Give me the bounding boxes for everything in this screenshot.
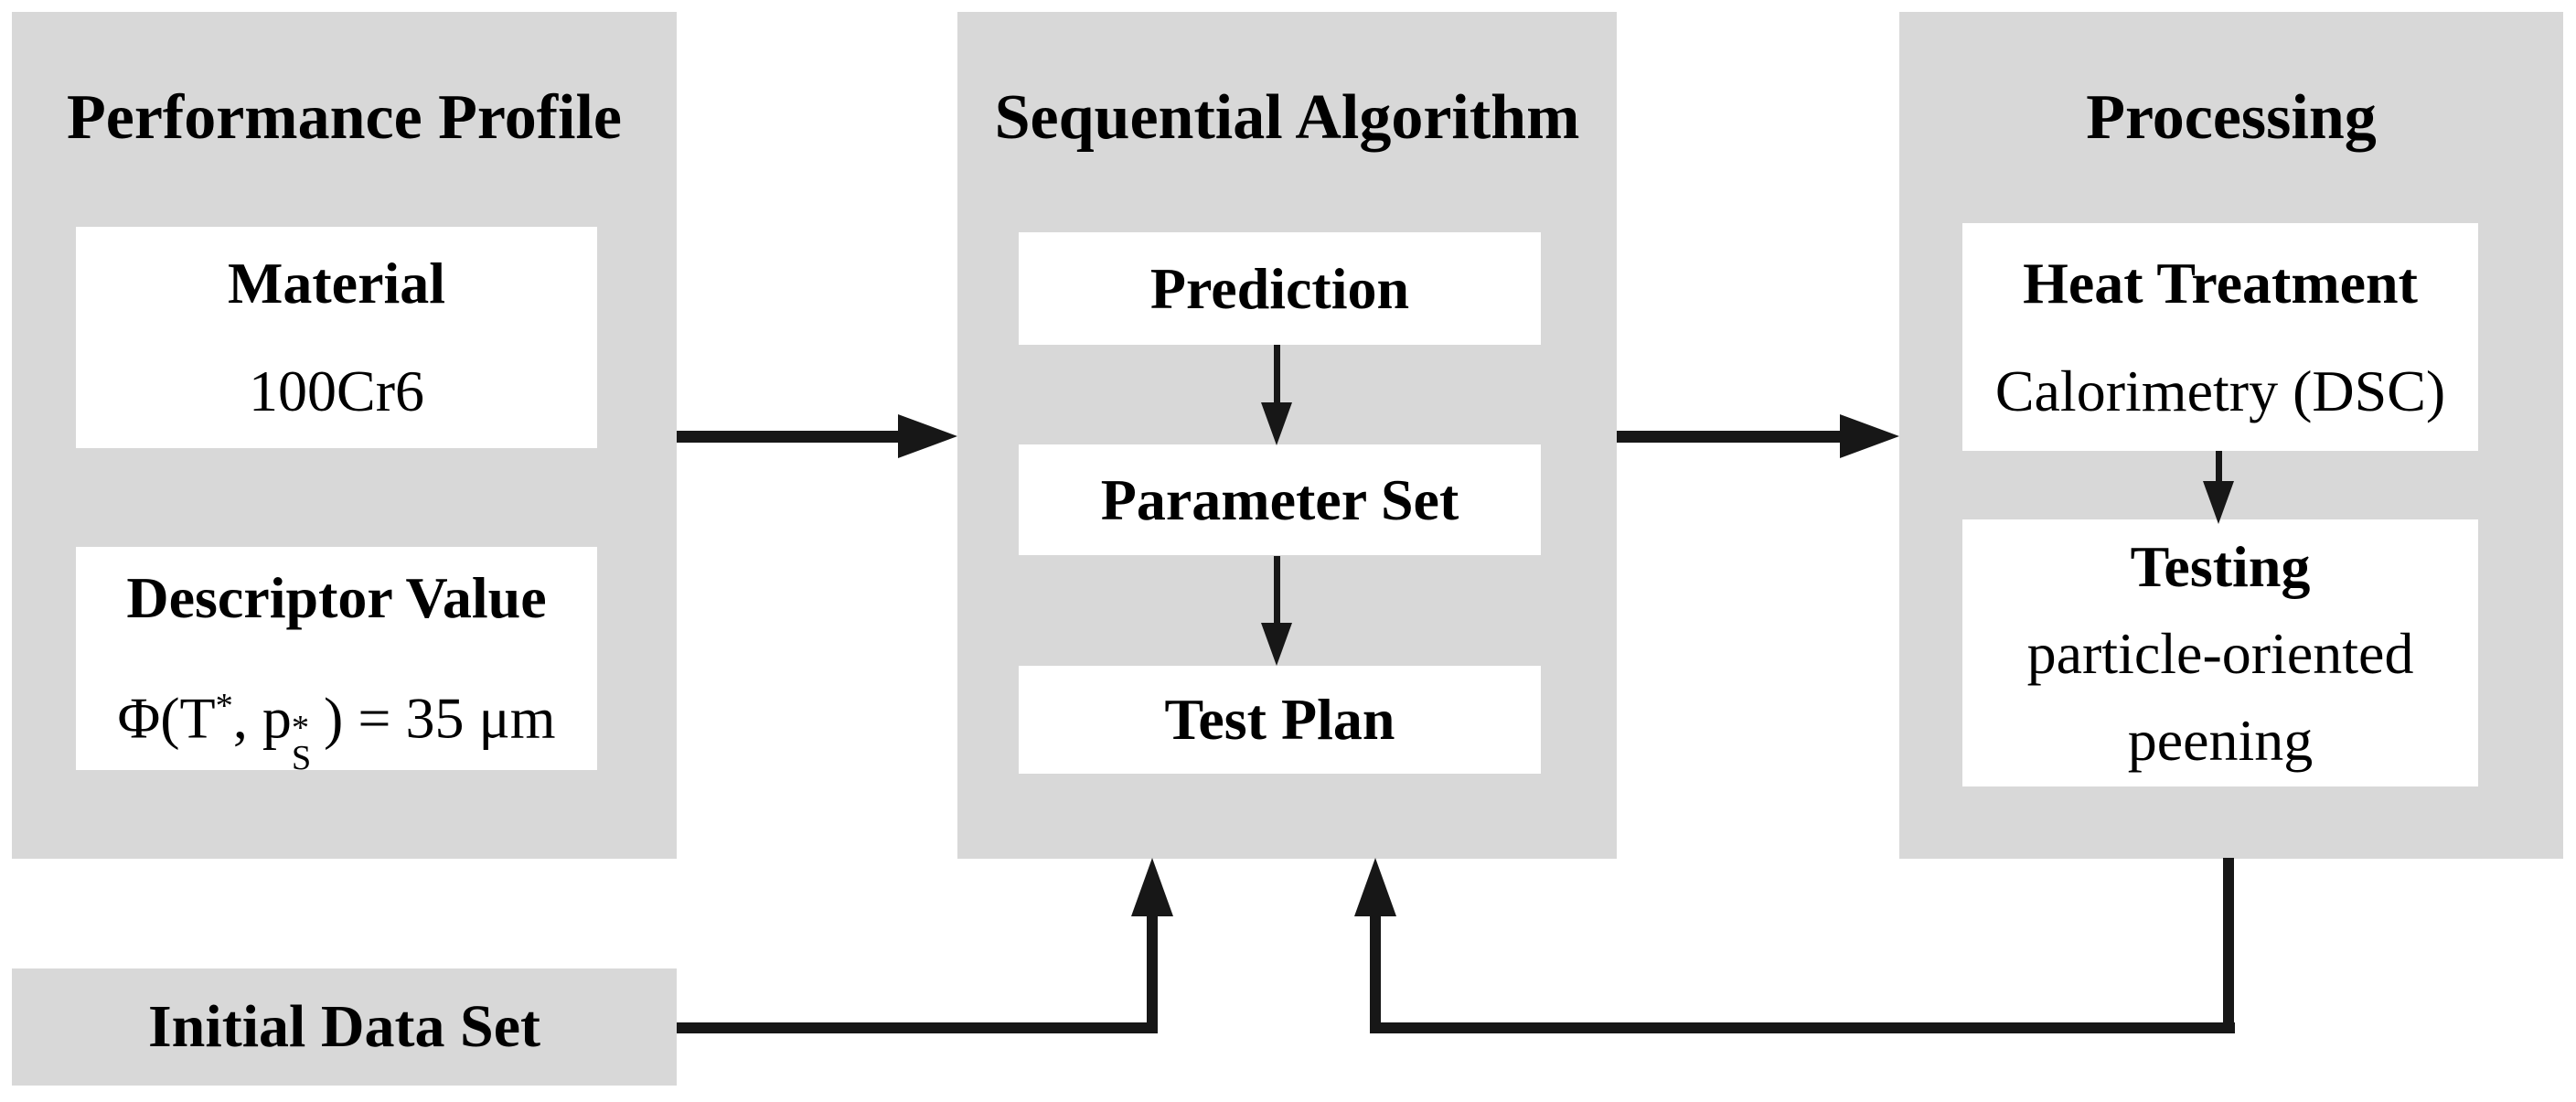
formula-subscript: S <box>291 739 312 778</box>
formula-part: Φ(T <box>117 685 216 751</box>
formula-substack: *S <box>292 690 324 777</box>
heat-treatment-title: Heat Treatment <box>2023 250 2418 316</box>
connector-processing-to-sequential-horizontal <box>1370 1022 2235 1033</box>
connector-processing-down-line <box>2223 858 2234 1033</box>
testing-title: Testing <box>2130 533 2311 599</box>
material-value: 100Cr6 <box>249 358 424 423</box>
connector-processing-to-sequential-vertical <box>1370 915 1381 1033</box>
arrow-sequential-to-processing-shaft <box>1617 431 1841 443</box>
parameter-set-label: Parameter Set <box>1100 466 1459 532</box>
panel-processing: Processing Heat Treatment Calorimetry (D… <box>1899 12 2563 859</box>
testing-line1: particle-oriented <box>2026 620 2414 686</box>
box-parameter-set: Parameter Set <box>1019 444 1541 555</box>
connector-initial-to-sequential-vertical <box>1147 915 1158 1033</box>
connector-initial-to-sequential-head <box>1131 858 1173 916</box>
box-testing: Testing particle-oriented peening <box>1962 519 2478 786</box>
formula-part: ) = 35 μm <box>324 685 556 751</box>
arrow-performance-to-sequential-shaft <box>677 431 899 443</box>
panel-performance-profile: Performance Profile Material 100Cr6 Desc… <box>12 12 677 859</box>
performance-profile-title: Performance Profile <box>67 82 622 153</box>
arrow-prediction-to-parameter-shaft <box>1274 345 1280 407</box>
connector-initial-to-sequential-horizontal <box>677 1022 1158 1033</box>
arrow-prediction-to-parameter-head <box>1261 402 1292 445</box>
arrow-heat-to-testing-head <box>2203 481 2234 524</box>
box-heat-treatment: Heat Treatment Calorimetry (DSC) <box>1962 223 2478 451</box>
testing-line2: peening <box>2127 707 2314 773</box>
connector-processing-to-sequential-head <box>1354 858 1396 916</box>
formula-superscript: * <box>215 687 233 726</box>
box-descriptor-value: Descriptor Value Φ(T*, p*S) = 35 μm <box>76 547 597 777</box>
arrow-parameter-to-testplan-shaft <box>1274 556 1280 627</box>
material-title: Material <box>227 251 446 316</box>
prediction-label: Prediction <box>1149 255 1410 321</box>
box-initial-data-set: Initial Data Set <box>12 968 677 1086</box>
sequential-algorithm-title: Sequential Algorithm <box>994 82 1580 153</box>
heat-treatment-value: Calorimetry (DSC) <box>1994 358 2446 423</box>
processing-title: Processing <box>2086 82 2377 153</box>
initial-data-set-label: Initial Data Set <box>148 993 540 1060</box>
arrow-performance-to-sequential-head <box>898 414 957 458</box>
box-material: Material 100Cr6 <box>76 227 597 448</box>
arrow-heat-to-testing-shaft <box>2216 451 2222 486</box>
descriptor-title: Descriptor Value <box>126 565 547 631</box>
box-prediction: Prediction <box>1019 232 1541 345</box>
box-test-plan: Test Plan <box>1019 666 1541 774</box>
test-plan-label: Test Plan <box>1164 687 1395 752</box>
formula-part: , p <box>232 685 292 751</box>
descriptor-formula: Φ(T*, p*S) = 35 μm <box>117 652 556 777</box>
arrow-parameter-to-testplan-head <box>1261 623 1292 666</box>
arrow-sequential-to-processing-head <box>1840 414 1899 458</box>
formula-superscript: * <box>291 709 310 748</box>
